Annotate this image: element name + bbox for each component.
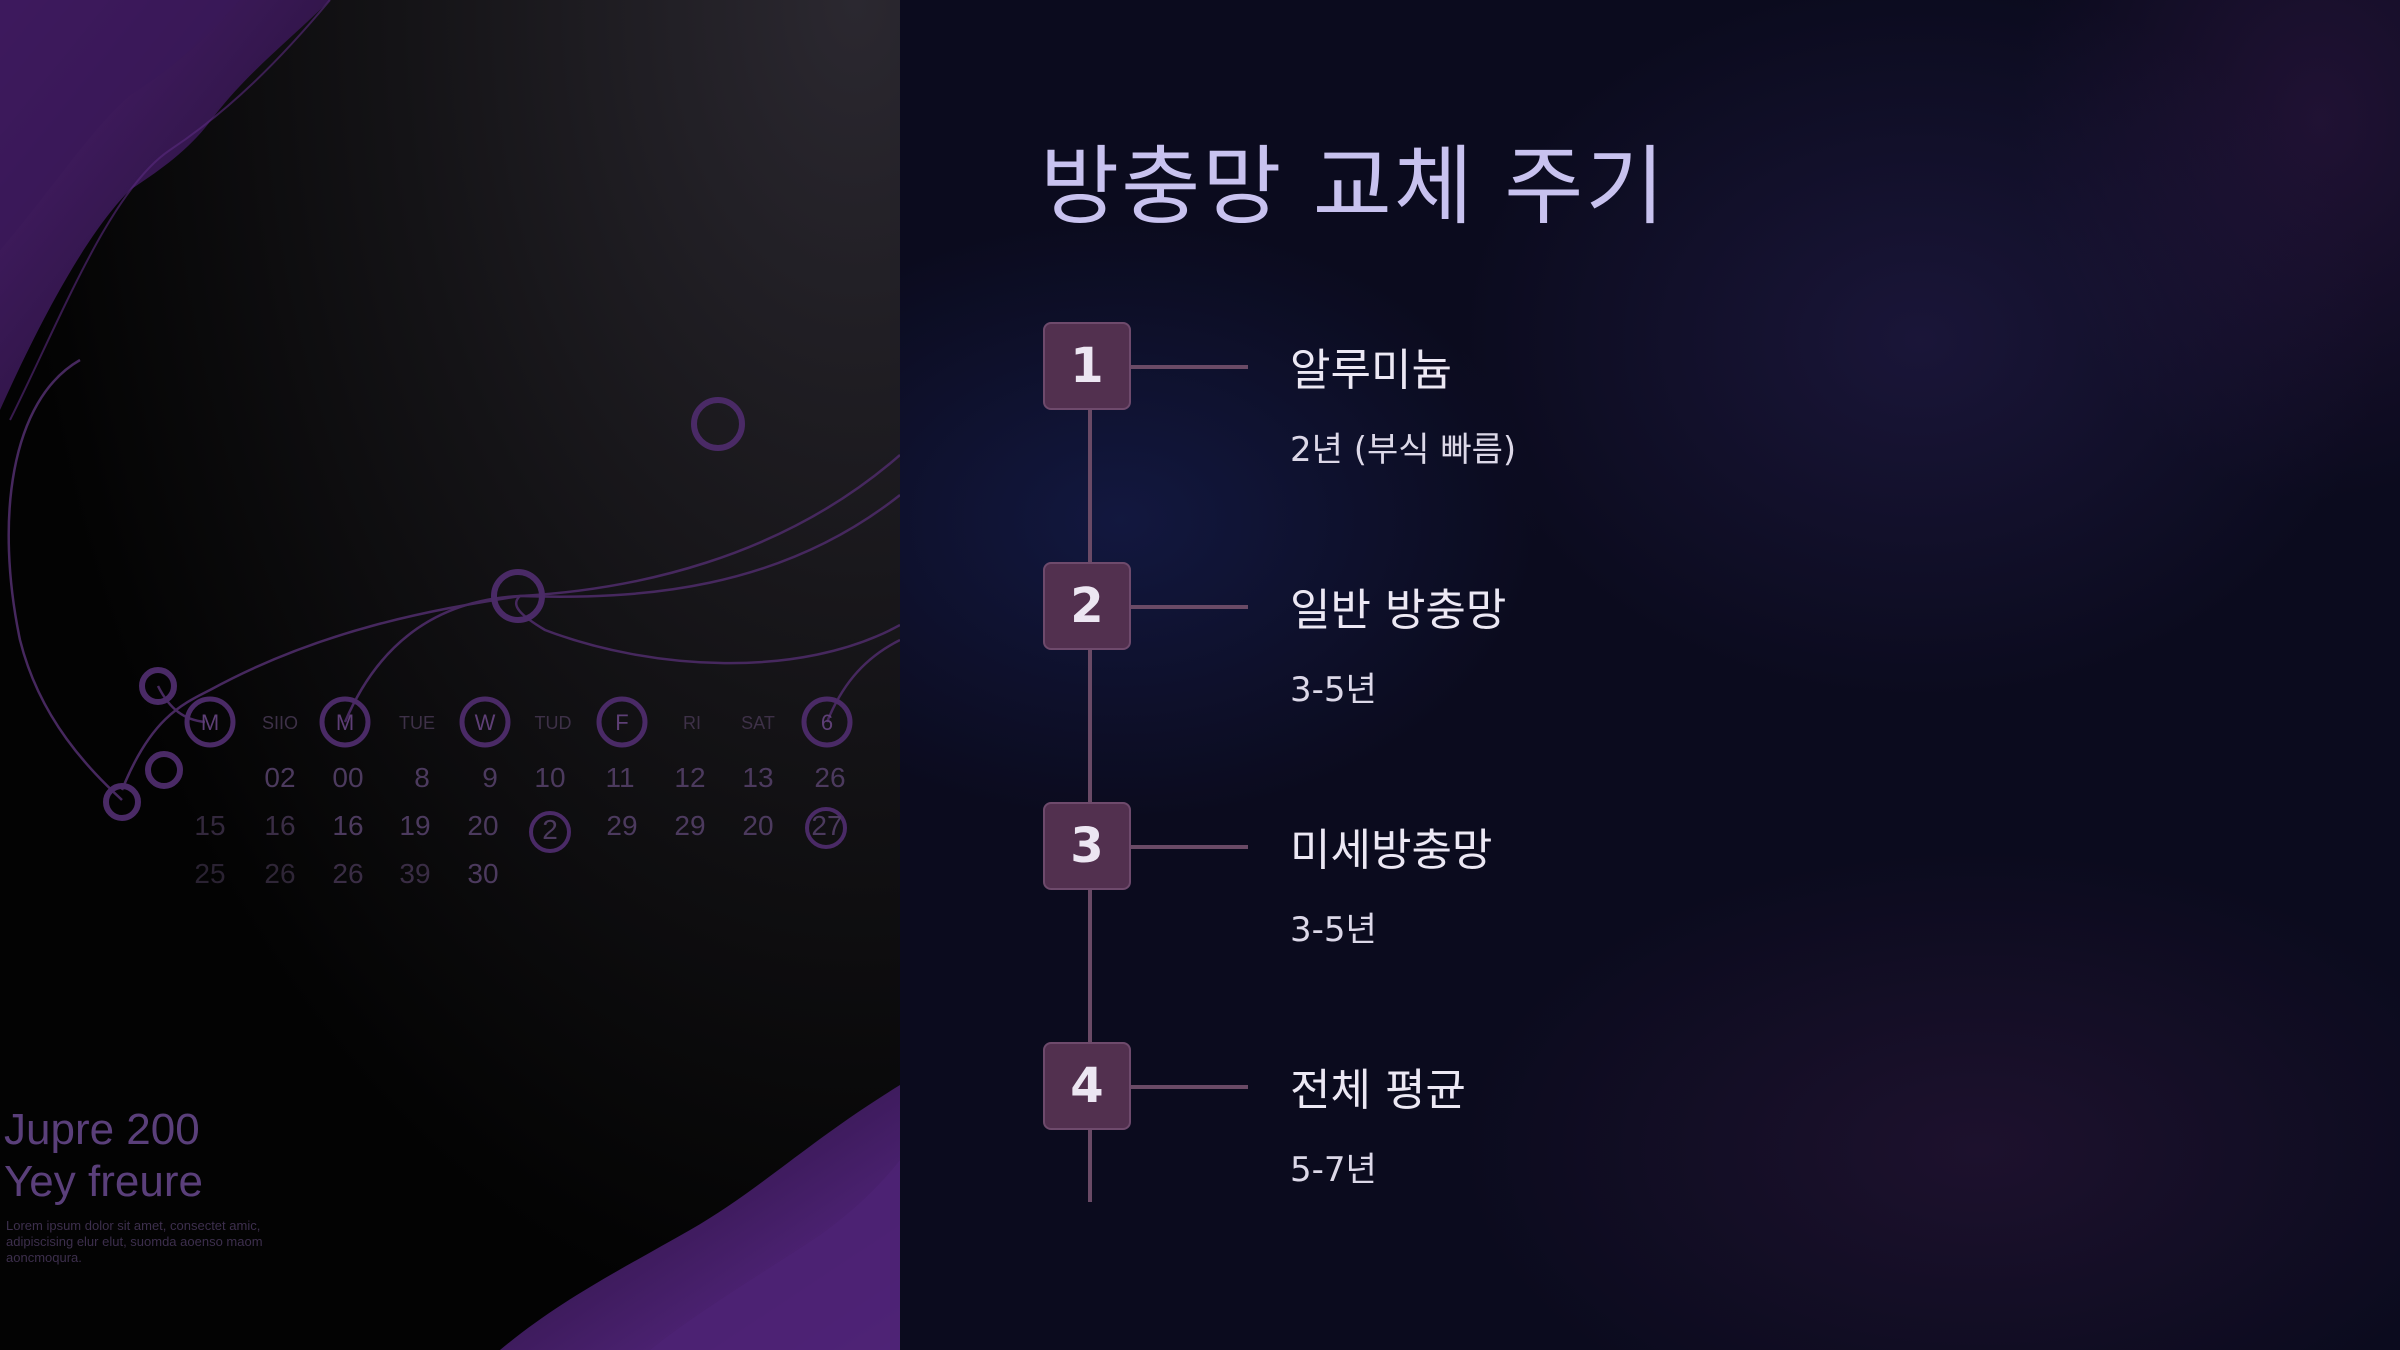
calendar-date: 20 [467, 810, 499, 841]
step-title: 미세방충망 [1290, 825, 1493, 876]
calendar-day-header: SIIO [261, 713, 298, 733]
calendar-date: 11 [605, 762, 635, 793]
decorative-calendar-panel: M SIIO M TUE W TUD F RI SAT 6 02 00 8 9 … [0, 0, 900, 1350]
step-number-badge: 1 [1043, 322, 1131, 410]
footer-heading-line-1: Jupre 200 [4, 1105, 200, 1154]
slide-title: 방충망 교체 주기 [1040, 137, 1667, 237]
calendar-date: 19 [399, 810, 431, 841]
calendar-date: 39 [399, 858, 431, 889]
step-title: 알루미늄 [1290, 345, 1452, 396]
content-panel: 방충망 교체 주기 1 알루미늄 2년 (부식 빠름) 2 일반 방충망 3-5… [900, 0, 2400, 1350]
step-description: 5-7년 [1290, 1150, 1377, 1190]
calendar-day-header: W [474, 710, 496, 735]
step-connector-line [1131, 845, 1248, 849]
calendar-date: 13 [742, 762, 774, 793]
calendar-date: 26 [332, 858, 364, 889]
timeline-vertical-line [1088, 370, 1092, 1202]
footer-lorem-text: Lorem ipsum dolor sit amet, consectet am… [6, 1218, 263, 1265]
top-wave-edge [9, 0, 331, 421]
calendar-header-rings [184, 696, 853, 853]
calendar-date: 00 [332, 762, 364, 793]
calendar-date: 12 [674, 762, 706, 793]
step-connector-line [1131, 1085, 1248, 1089]
step-description: 2년 (부식 빠름) [1290, 430, 1517, 470]
calendar-day-header: TUE [399, 713, 435, 733]
calendar-date: 20 [742, 810, 774, 841]
step-number-badge: 2 [1043, 562, 1131, 650]
calendar-date: 15 [194, 810, 226, 841]
calendar-date: 9 [482, 762, 498, 793]
step-number-badge: 3 [1043, 802, 1131, 890]
bottom-wave-shape-inner [650, 1160, 900, 1350]
calendar-day-header: 6 [820, 710, 834, 735]
calendar-date: 02 [264, 762, 296, 793]
calendar-day-header: M [200, 710, 220, 735]
calendar-day-header: SAT [741, 713, 775, 733]
calendar-day-header: TUD [534, 713, 572, 733]
calendar-day-header: RI [683, 713, 701, 733]
step-description: 3-5년 [1290, 910, 1377, 950]
calendar-date: 27 [811, 810, 843, 841]
calendar-date: 16 [264, 810, 296, 841]
top-wave-shape-inner [0, 0, 240, 250]
calendar-date: 10 [534, 762, 566, 793]
calendar-date: 2 [542, 814, 558, 845]
decorative-circles [103, 397, 745, 821]
decorative-curves [7, 358, 900, 801]
calendar-date: 29 [674, 810, 706, 841]
step-connector-line [1131, 365, 1248, 369]
calendar-date: 16 [332, 810, 364, 841]
step-connector-line [1131, 605, 1248, 609]
calendar-date: 25 [194, 858, 226, 889]
calendar-date: 30 [467, 858, 499, 889]
step-number-badge: 4 [1043, 1042, 1131, 1130]
footer-heading-line-2: Yey freure [4, 1157, 203, 1206]
step-title: 전체 평균 [1290, 1065, 1466, 1116]
calendar-date: 8 [414, 762, 430, 793]
step-title: 일반 방충망 [1290, 585, 1507, 636]
calendar-date: 26 [814, 762, 846, 793]
calendar-date: 29 [606, 810, 638, 841]
step-description: 3-5년 [1290, 670, 1377, 710]
decorative-wave-art [0, 0, 900, 1350]
calendar-day-header: F [615, 710, 629, 735]
calendar-date: 26 [264, 858, 296, 889]
calendar-day-header: M [335, 710, 355, 735]
